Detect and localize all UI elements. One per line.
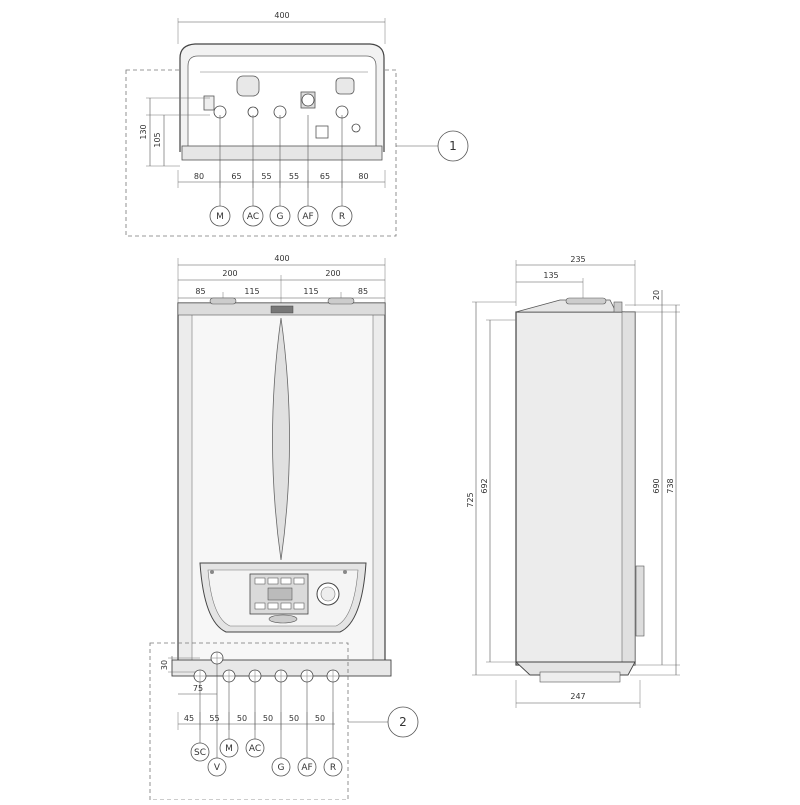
bottom-connection-marker (323, 757, 343, 777)
side-top-offset-label: 20 (652, 290, 661, 300)
top-connection-label: G (277, 212, 284, 222)
side-height-inner-left-label: 692 (480, 478, 489, 493)
bottom-connection-label: G (278, 763, 285, 773)
side-bottom-depth-label: 247 (570, 692, 585, 701)
callout-1-label: 1 (449, 139, 457, 153)
callout-1-circle (437, 130, 469, 162)
top-height-outer-label: 130 (139, 124, 148, 139)
brand-badge (268, 614, 298, 624)
front-bottom-spacing-label: 50 (289, 714, 299, 723)
front-top-spacing-label: 85 (195, 287, 205, 296)
side-depth-inner-label: 135 (543, 271, 558, 280)
front-top-spacing-label: 115 (244, 287, 259, 296)
top-connection-label: R (339, 212, 345, 222)
bottom-connection-label: R (330, 763, 336, 773)
side-boiler-body (515, 311, 636, 666)
side-depth-label: 235 (570, 255, 585, 264)
bottom-connection-label: AF (301, 763, 312, 773)
top-width-label: 400 (274, 11, 289, 20)
front-bottom-frame (149, 642, 349, 801)
bottom-connection-label: AC (249, 744, 261, 754)
top-connection-label: AF (302, 212, 313, 222)
front-view: 400 200 200 85 115 115 85 (149, 254, 419, 801)
front-bottom-connections: SC VM AC G AF R (190, 651, 343, 777)
top-connections: M AC G AF R (209, 115, 353, 227)
front-bottom-spacing-label: 50 (263, 714, 273, 723)
callout-2-label: 2 (399, 715, 407, 729)
top-view: 400 130 105 80 65 55 55 65 80 M AC G AF R (125, 11, 469, 237)
top-connection-label: AC (247, 212, 259, 222)
top-connection-marker (269, 205, 291, 227)
front-bottom-spacing-labels: 45 55 50 50 50 50 (177, 712, 334, 730)
bottom-connection-marker (207, 757, 227, 777)
front-bottom-spacing-label: 50 (315, 714, 325, 723)
side-height-total-right-label: 738 (666, 478, 675, 493)
front-bottom-spacing-label: 55 (209, 714, 219, 723)
top-connection-marker (242, 205, 264, 227)
front-bottom-offset-label: 75 (193, 684, 203, 693)
bottom-connection-label: SC (194, 748, 206, 758)
top-connection-label: M (216, 212, 224, 222)
front-bottom-spacing-label: 45 (184, 714, 194, 723)
bottom-connection-label: M (225, 744, 233, 754)
top-spacing-label: 65 (320, 172, 330, 181)
top-spacing-label: 80 (358, 172, 368, 181)
front-top-spacing-label: 115 (303, 287, 318, 296)
callout-2-circle (387, 706, 419, 738)
bottom-connection-marker (190, 742, 210, 762)
display-keys (254, 577, 305, 610)
side-view: 235 135 20 690 738 725 692 (466, 255, 680, 708)
bottom-connection-label: V (214, 763, 221, 773)
front-bottom-spacing-label: 50 (237, 714, 247, 723)
top-connection-marker (331, 205, 353, 227)
top-connection-marker (297, 205, 319, 227)
bottom-connection-marker (271, 757, 291, 777)
front-width-label: 400 (274, 254, 289, 263)
bottom-connection-marker (219, 738, 239, 758)
top-spacing-label: 55 (261, 172, 271, 181)
front-bottom-height-label: 30 (160, 660, 169, 670)
top-spacing-label: 80 (194, 172, 204, 181)
front-center-swoosh (272, 317, 290, 561)
top-connection-marker (209, 205, 231, 227)
top-height-inner-label: 105 (153, 132, 162, 147)
front-half-left-label: 200 (222, 269, 237, 278)
top-spacing-label: 65 (231, 172, 241, 181)
front-top-spacing-label: 85 (358, 287, 368, 296)
top-spacing-label: 55 (289, 172, 299, 181)
top-spacing-labels: 80 65 55 55 65 80 (177, 170, 386, 188)
front-half-right-label: 200 (325, 269, 340, 278)
side-height-inner-right-label: 690 (652, 478, 661, 493)
bottom-connection-marker (297, 757, 317, 777)
front-top-spacing-labels: 85 115 115 85 (195, 287, 368, 296)
side-height-total-left-label: 725 (466, 492, 475, 507)
bottom-connection-marker (245, 738, 265, 758)
